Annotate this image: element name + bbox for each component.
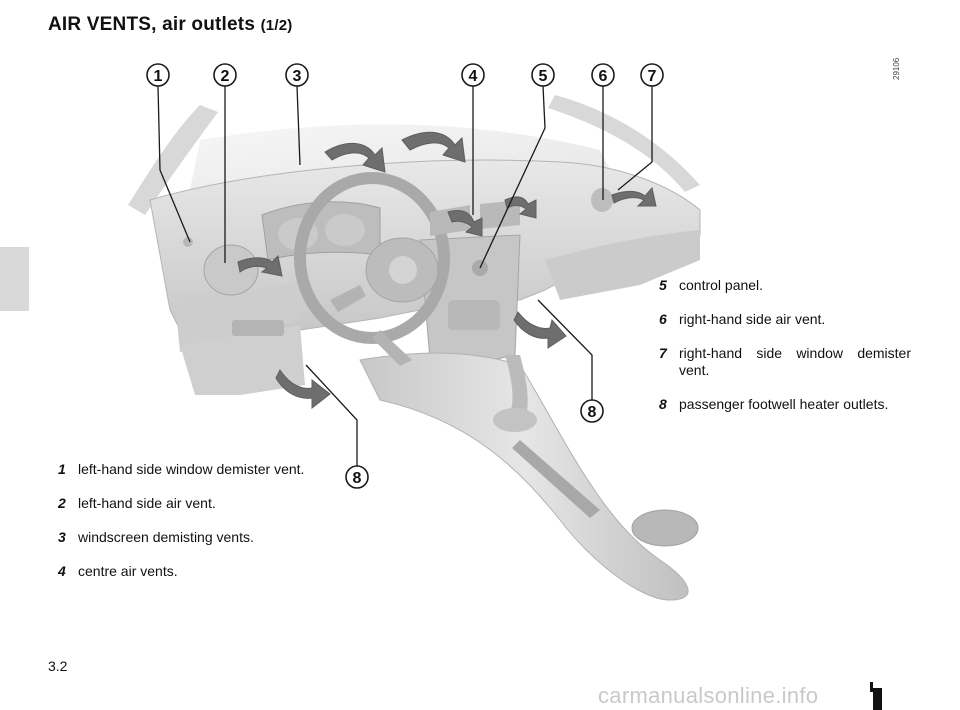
- legend-text: windscreen demisting vents.: [78, 529, 254, 545]
- callout-label-7: 7: [648, 68, 657, 85]
- legend-item: 2 left-hand side air vent.: [58, 495, 312, 512]
- callout-label-5: 5: [539, 68, 548, 85]
- legend-item: 7 right-hand side window demister vent.: [659, 345, 911, 379]
- callout-labels: 1 2 3 4 5 6 7 8 8: [154, 68, 657, 487]
- centre-console: [359, 234, 699, 601]
- watermark: carmanualsonline.info: [598, 683, 819, 708]
- legend-number: 2: [58, 495, 66, 511]
- legend-left: 1 left-hand side window demister vent. 2…: [58, 461, 312, 597]
- callout-leader-lines: [157, 85, 653, 466]
- page-title: AIR VENTS, air outlets (1/2): [48, 14, 292, 36]
- legend-item: 4 centre air vents.: [58, 563, 312, 580]
- airflow-arrows: [237, 131, 657, 410]
- legend-number: 6: [659, 311, 667, 327]
- corner-mark: [870, 682, 882, 710]
- legend-item: 6 right-hand side air vent.: [659, 311, 911, 328]
- callout-markers: [146, 63, 664, 489]
- page-title-part: (1/2): [260, 17, 293, 34]
- legend-item: 3 windscreen demisting vents.: [58, 529, 312, 546]
- legend-number: 3: [58, 529, 66, 545]
- callout-label-6: 6: [599, 68, 608, 85]
- legend-item: 1 left-hand side window demister vent.: [58, 461, 312, 478]
- figure-code: 29106: [892, 57, 901, 80]
- legend-item: 8 passenger footwell heater outlets.: [659, 396, 911, 413]
- callout-label-1: 1: [154, 68, 163, 85]
- callout-label-8a: 8: [353, 470, 362, 487]
- legend-text: passenger footwell heater outlets.: [679, 396, 889, 412]
- legend-text: control panel.: [679, 277, 764, 293]
- callout-circle-7: [640, 63, 664, 87]
- callout-circle-4: [461, 63, 485, 87]
- callout-label-2: 2: [221, 68, 230, 85]
- callout-circle-3: [285, 63, 309, 87]
- legend-number: 1: [58, 461, 66, 477]
- callout-label-8b: 8: [588, 404, 597, 421]
- instrument-cluster: [261, 201, 381, 261]
- callout-circle-8a: [345, 465, 369, 489]
- legend-number: 4: [58, 563, 66, 579]
- legend-number: 7: [659, 345, 667, 361]
- callout-circle-8b: [580, 399, 604, 423]
- callout-circle-1: [146, 63, 170, 87]
- callout-circle-6: [591, 63, 615, 87]
- legend-text: right-hand side window demister vent.: [679, 345, 911, 378]
- legend-text: left-hand side window demister vent.: [78, 461, 305, 477]
- callout-label-3: 3: [293, 68, 302, 85]
- page-title-text: AIR VENTS, air outlets: [48, 14, 256, 35]
- chapter-tab: [0, 247, 29, 311]
- callout-label-4: 4: [469, 68, 478, 85]
- page-number: 3.2: [48, 658, 68, 674]
- legend-item: 5 control panel.: [659, 277, 911, 294]
- callout-circle-2: [213, 63, 237, 87]
- legend-number: 8: [659, 396, 667, 412]
- legend-number: 5: [659, 277, 667, 293]
- legend-text: right-hand side air vent.: [679, 311, 826, 327]
- legend-right: 5 control panel. 6 right-hand side air v…: [659, 277, 911, 430]
- steering-wheel: [294, 172, 450, 366]
- callout-circle-5: [531, 63, 555, 87]
- legend-text: centre air vents.: [78, 563, 178, 579]
- legend-text: left-hand side air vent.: [78, 495, 216, 511]
